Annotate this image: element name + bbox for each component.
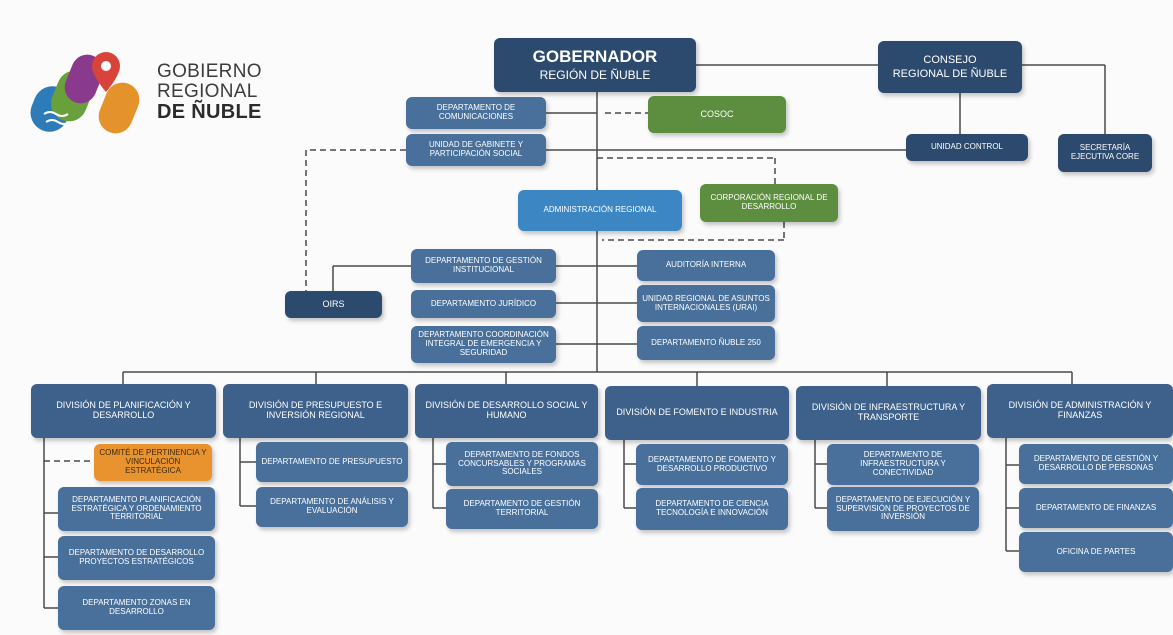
division-presupuesto-title: DIVISIÓN DE PRESUPUESTO E INVERSIÓN REGI… [248, 400, 383, 420]
dept-fomento-productivo-label: DEPARTAMENTO DE FOMENTO Y DESARROLLO PRO… [647, 454, 777, 473]
dept-presupuesto-box: DEPARTAMENTO DE PRESUPUESTO [256, 442, 408, 482]
consejo-line-1: CONSEJO [923, 53, 977, 66]
gestion-institucional-label: DEPARTAMENTO DE GESTIÓN INSTITUCIONAL [425, 256, 542, 274]
oirs-box: OIRS [285, 291, 382, 318]
division-planificacion-title: DIVISIÓN DE PLANIFICACIÓN Y DESARROLLO [56, 400, 191, 420]
administracion-regional-label: ADMINISTRACIÓN REGIONAL [543, 205, 657, 215]
division-fomento-title: DIVISIÓN DE FOMENTO E INDUSTRIA [616, 407, 778, 418]
gobernador-box: GOBERNADOR REGIÓN DE ÑUBLE [494, 38, 696, 92]
oficina-partes-label: OFICINA DE PARTES [1056, 546, 1136, 556]
dept-proyectos-estrategicos-label: DEPARTAMENTO DE DESARROLLO PROYECTOS EST… [68, 548, 205, 566]
consejo-regional-box: CONSEJO REGIONAL DE ÑUBLE [878, 41, 1022, 93]
gestion-institucional-box: DEPARTAMENTO DE GESTIÓN INSTITUCIONAL [411, 249, 556, 283]
oficina-partes-box: OFICINA DE PARTES [1019, 532, 1173, 572]
dept-ciencia-label: DEPARTAMENTO DE CIENCIA TECNOLOGÍA E INN… [655, 499, 769, 517]
dept-zonas-desarrollo-label: DEPARTAMENTO ZONAS EN DESARROLLO [82, 598, 191, 616]
dept-planificacion-estrategica-label: DEPARTAMENTO PLANIFICACIÓN ESTRATÉGICA Y… [71, 494, 202, 522]
juridico-label: DEPARTAMENTO JURÍDICO [430, 298, 537, 308]
dept-gestion-personas-label: DEPARTAMENTO DE GESTIÓN Y DESARROLLO DE … [1033, 454, 1159, 472]
division-administracion-box: DIVISIÓN DE ADMINISTRACIÓN Y FINANZAS [987, 384, 1173, 438]
gobierno-regional-logo-icon [30, 52, 140, 134]
dept-analisis-label: DEPARTAMENTO DE ANÁLISIS Y EVALUACIÓN [270, 497, 394, 515]
auditoria-label: AUDITORÍA INTERNA [665, 260, 747, 270]
urai-box: UNIDAD REGIONAL DE ASUNTOS INTERNACIONAL… [637, 285, 775, 322]
dept-infraestructura-label: DEPARTAMENTO DE INFRAESTRUCTURA Y CONECT… [860, 450, 946, 477]
dept-planificacion-estrategica-box: DEPARTAMENTO PLANIFICACIÓN ESTRATÉGICA Y… [58, 487, 215, 531]
division-infraestructura-title: DIVISIÓN DE INFRAESTRUCTURA Y TRANSPORTE [811, 402, 966, 422]
corporacion-label: CORPORACIÓN REGIONAL DE DESARROLLO [710, 193, 828, 211]
dept-proyectos-estrategicos-box: DEPARTAMENTO DE DESARROLLO PROYECTOS EST… [58, 536, 215, 580]
division-social-box: DIVISIÓN DE DESARROLLO SOCIAL Y HUMANO [415, 384, 598, 438]
coordinacion-emergencia-box: DEPARTAMENTO COORDINACIÓN INTEGRAL DE EM… [411, 326, 556, 363]
division-planificacion-box: DIVISIÓN DE PLANIFICACIÓN Y DESARROLLO [31, 384, 216, 438]
dept-presupuesto-label: DEPARTAMENTO DE PRESUPUESTO [261, 456, 403, 466]
division-presupuesto-box: DIVISIÓN DE PRESUPUESTO E INVERSIÓN REGI… [223, 384, 408, 438]
division-administracion-title: DIVISIÓN DE ADMINISTRACIÓN Y FINANZAS [1008, 400, 1152, 420]
dept-ejecucion-label: DEPARTAMENTO DE EJECUCIÓN Y SUPERVISIÓN … [835, 494, 971, 522]
departamento-comunicaciones-box: DEPARTAMENTO DE COMUNICACIONES [406, 97, 546, 129]
comite-pertinencia-box: COMITÉ DE PERTINENCIA Y VINCULACIÓN ESTR… [94, 444, 212, 481]
dept-fondos-label: DEPARTAMENTO DE FONDOS CONCURSABLES Y PR… [458, 449, 586, 477]
unidad-control-label: UNIDAD CONTROL [930, 142, 1003, 152]
consejo-line-2: REGIONAL DE ÑUBLE [892, 68, 1008, 80]
gobernador-subtitle: REGIÓN DE ÑUBLE [539, 67, 651, 82]
departamento-nuble-250-box: DEPARTAMENTO ÑUBLE 250 [637, 326, 775, 360]
dept-gestion-territorial-box: DEPARTAMENTO DE GESTIÓN TERRITORIAL [446, 489, 598, 529]
division-social-title: DIVISIÓN DE DESARROLLO SOCIAL Y HUMANO [425, 400, 588, 420]
division-fomento-box: DIVISIÓN DE FOMENTO E INDUSTRIA [605, 386, 789, 440]
gabinete-label: UNIDAD DE GABINETE Y PARTICIPACIÓN SOCIA… [428, 140, 524, 158]
division-infraestructura-box: DIVISIÓN DE INFRAESTRUCTURA Y TRANSPORTE [796, 386, 981, 440]
coordinacion-label: DEPARTAMENTO COORDINACIÓN INTEGRAL DE EM… [418, 330, 549, 357]
dept-infraestructura-conectividad-box: DEPARTAMENTO DE INFRAESTRUCTURA Y CONECT… [827, 444, 979, 485]
comite-label: COMITÉ DE PERTINENCIA Y VINCULACIÓN ESTR… [99, 448, 207, 475]
dept-gestion-territorial-label: DEPARTAMENTO DE GESTIÓN TERRITORIAL [463, 499, 581, 517]
administracion-regional-box: ADMINISTRACIÓN REGIONAL [518, 190, 682, 231]
dept-analisis-evaluacion-box: DEPARTAMENTO DE ANÁLISIS Y EVALUACIÓN [256, 487, 408, 527]
dept-zonas-desarrollo-box: DEPARTAMENTO ZONAS EN DESARROLLO [58, 586, 215, 630]
unidad-gabinete-box: UNIDAD DE GABINETE Y PARTICIPACIÓN SOCIA… [406, 134, 546, 166]
dept-fondos-concursables-box: DEPARTAMENTO DE FONDOS CONCURSABLES Y PR… [446, 442, 598, 486]
urai-label: UNIDAD REGIONAL DE ASUNTOS INTERNACIONAL… [642, 293, 770, 312]
logo-line-3: DE ÑUBLE [157, 100, 262, 123]
oirs-label: OIRS [322, 298, 345, 309]
dept-ejecucion-supervision-box: DEPARTAMENTO DE EJECUCIÓN Y SUPERVISIÓN … [827, 487, 979, 531]
cosoc-box: COSOC [648, 96, 786, 133]
dept-finanzas-box: DEPARTAMENTO DE FINANZAS [1019, 488, 1173, 528]
logo-line-1: GOBIERNO [157, 61, 262, 82]
secretaria-ejecutiva-box: SECRETARÍA EJECUTIVA CORE [1058, 134, 1152, 172]
dept-gestion-personas-box: DEPARTAMENTO DE GESTIÓN Y DESARROLLO DE … [1019, 444, 1173, 484]
logo-wordmark: GOBIERNO REGIONAL DE ÑUBLE [157, 62, 262, 123]
dept-fomento-productivo-box: DEPARTAMENTO DE FOMENTO Y DESARROLLO PRO… [636, 444, 788, 485]
gobernador-title: GOBERNADOR [532, 47, 658, 67]
comunicaciones-label: DEPARTAMENTO DE COMUNICACIONES [436, 103, 516, 121]
secretaria-label: SECRETARÍA EJECUTIVA CORE [1070, 143, 1140, 161]
corporacion-regional-box: CORPORACIÓN REGIONAL DE DESARROLLO [700, 184, 838, 222]
cosoc-label: COSOC [700, 108, 734, 119]
dept-finanzas-label: DEPARTAMENTO DE FINANZAS [1035, 502, 1157, 512]
auditoria-interna-box: AUDITORÍA INTERNA [637, 250, 775, 281]
nuble250-label: DEPARTAMENTO ÑUBLE 250 [651, 337, 761, 347]
unidad-control-box: UNIDAD CONTROL [906, 134, 1028, 161]
dept-ciencia-tecnologia-box: DEPARTAMENTO DE CIENCIA TECNOLOGÍA E INN… [636, 488, 788, 530]
departamento-juridico-box: DEPARTAMENTO JURÍDICO [411, 290, 556, 318]
logo-line-2: REGIONAL [157, 80, 258, 102]
